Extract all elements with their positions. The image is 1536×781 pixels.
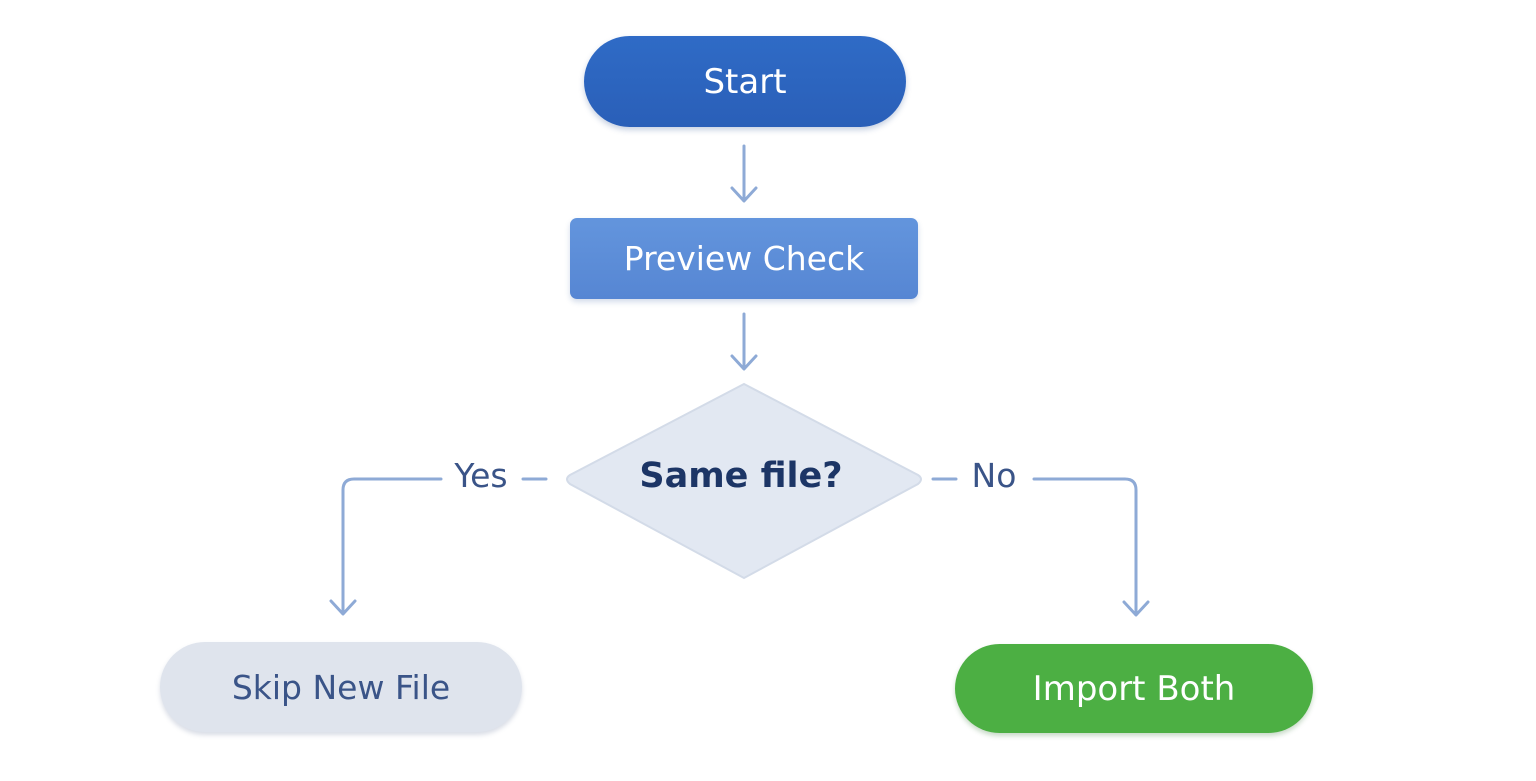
decision-node: Same file? — [600, 446, 882, 506]
skip-new-file-label: Skip New File — [231, 667, 451, 707]
arrowhead-yes-to-skip — [329, 599, 357, 616]
yes-branch-label: Yes — [454, 456, 508, 495]
start-node-label: Start — [703, 61, 787, 102]
import-both-label: Import Both — [1032, 668, 1236, 709]
start-node: Start — [584, 36, 906, 127]
no-branch-label: No — [971, 456, 1017, 495]
preview-check-node: Preview Check — [570, 218, 918, 299]
connector-yes-to-skip — [341, 477, 443, 615]
arrowhead-start-to-preview — [730, 186, 758, 203]
decision-diamond — [566, 382, 922, 580]
arrowhead-preview-to-decision — [730, 354, 758, 371]
preview-check-label: Preview Check — [623, 239, 865, 278]
arrowhead-no-to-import — [1122, 600, 1150, 617]
skip-new-file-node: Skip New File — [160, 642, 522, 732]
import-both-node: Import Both — [955, 644, 1313, 733]
connector-no-to-import — [1032, 477, 1138, 616]
decision-label: Same file? — [639, 456, 843, 496]
